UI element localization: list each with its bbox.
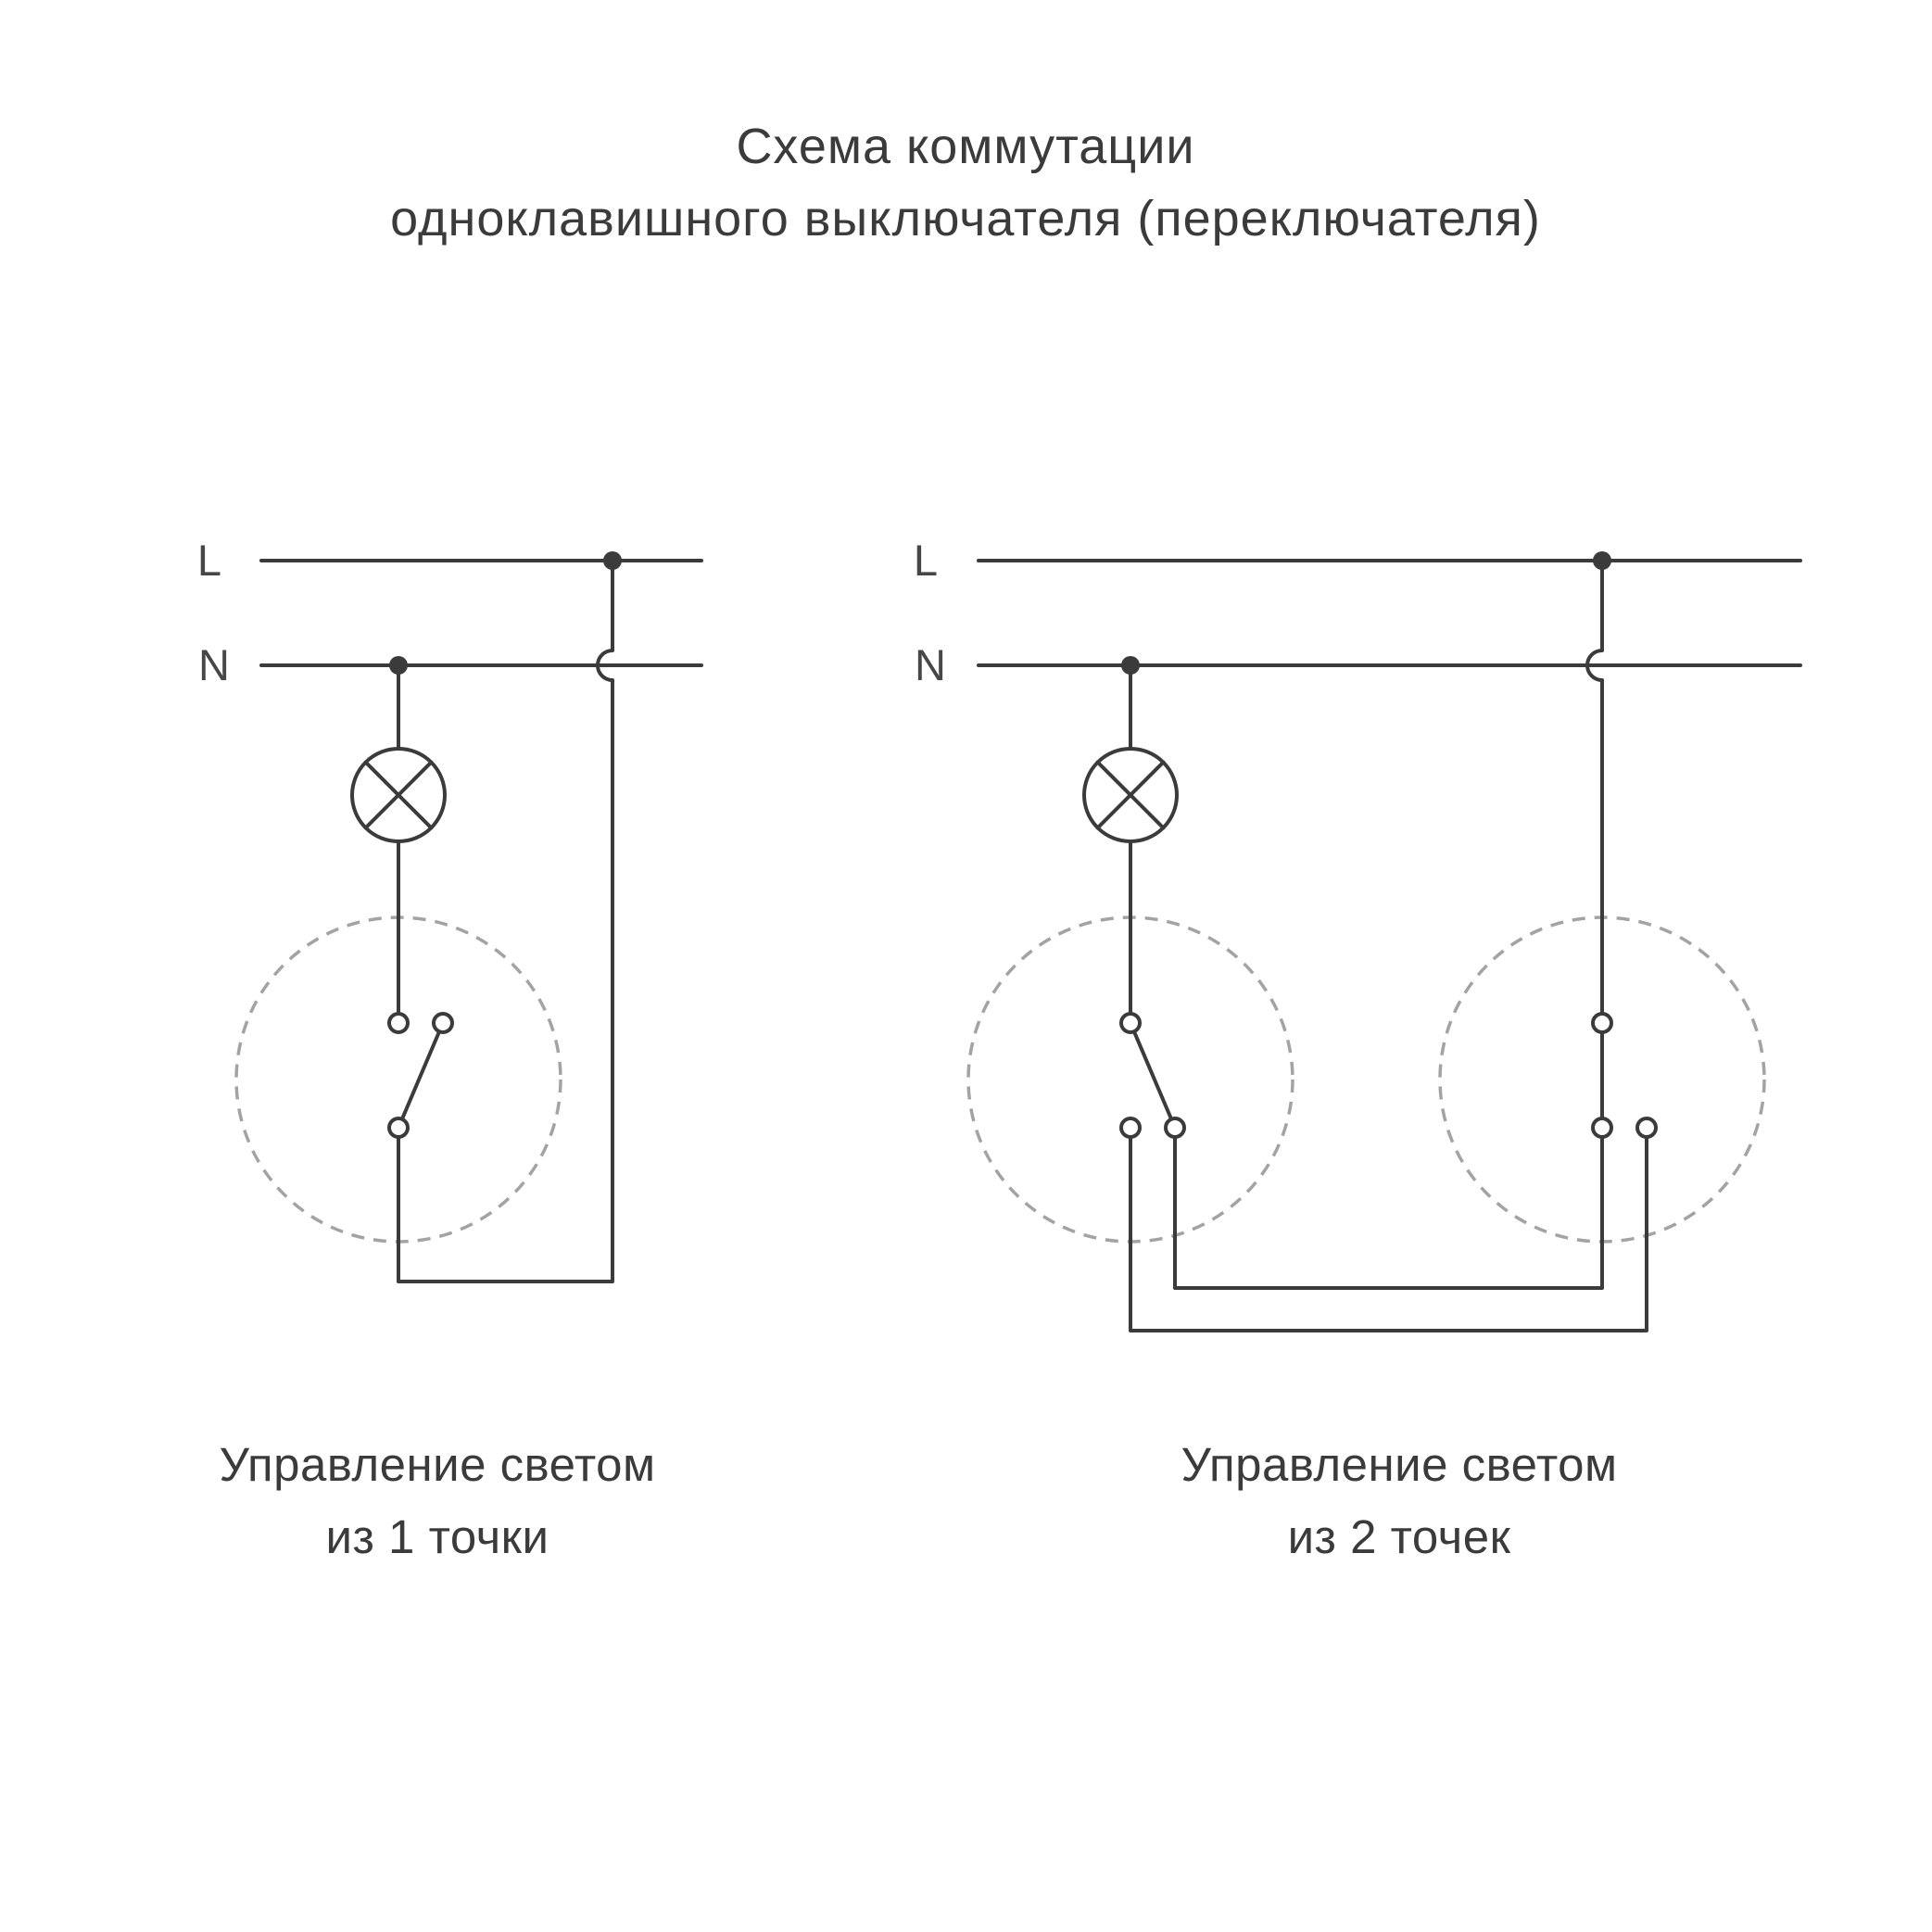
diagram-one-point-control: L N Управлени (197, 536, 703, 1563)
diagram-caption-line2: из 1 точки (326, 1510, 549, 1563)
lamp-icon (350, 747, 447, 843)
switch-terminal-top-right (432, 1012, 454, 1034)
phase-drop-and-return-wire (397, 559, 614, 1283)
phase-label: L (197, 536, 221, 585)
right-switch-terminal-bottom-right (1635, 1117, 1658, 1139)
switch-blade-left (1129, 1021, 1177, 1130)
diagram-caption-line1: Управление светом (219, 1438, 655, 1491)
lamp-cross-stroke-2 (363, 760, 434, 830)
phase-drop-wire (1585, 559, 1604, 1025)
switch-terminal-common (387, 1117, 410, 1139)
neutral-label: N (915, 640, 946, 689)
lamp-icon (1082, 747, 1179, 843)
phase-junction-dot (603, 551, 622, 570)
right-switch-terminal-common (1591, 1012, 1613, 1034)
page-title-line2: одноклавишного выключателя (переключател… (390, 191, 1541, 246)
traveler-wire-inner (1173, 1126, 1604, 1290)
switch-blade (397, 1021, 445, 1130)
switch-terminal-top-left (387, 1012, 410, 1034)
phase-label: L (914, 536, 938, 585)
left-switch-terminal-common (1119, 1012, 1142, 1034)
diagram-caption-line2: из 2 точек (1288, 1510, 1511, 1563)
left-switch-terminal-bottom-right (1164, 1117, 1186, 1139)
phase-junction-dot (1593, 551, 1611, 570)
left-switch-terminal-bottom-left (1119, 1117, 1142, 1139)
neutral-junction-dot (1121, 656, 1140, 675)
right-switch-terminal-bottom-left (1591, 1117, 1613, 1139)
diagram-caption-line1: Управление светом (1181, 1438, 1617, 1491)
neutral-label: N (198, 640, 230, 689)
diagram-two-point-control: L N (914, 536, 1802, 1563)
traveler-wire-outer (1129, 1126, 1648, 1332)
lamp-cross-stroke-2 (1095, 760, 1166, 830)
page-title-line1: Схема коммутации (736, 119, 1194, 174)
neutral-junction-dot (389, 656, 408, 675)
